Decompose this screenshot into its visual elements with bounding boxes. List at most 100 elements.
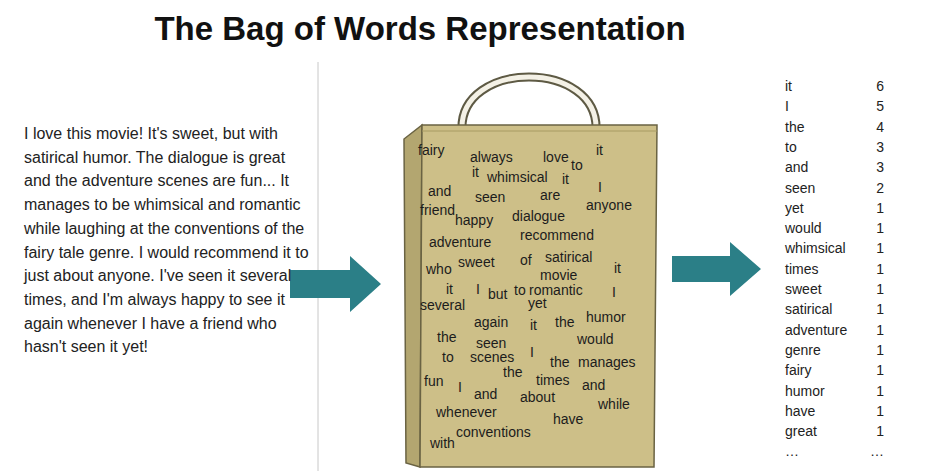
bag-word: fairy xyxy=(418,143,444,158)
table-word: fairy xyxy=(785,362,811,378)
bag-word: but xyxy=(488,287,507,302)
table-word: times xyxy=(785,261,818,277)
bag-word: it xyxy=(472,165,479,180)
table-word: the xyxy=(785,119,804,135)
table-word: have xyxy=(785,403,815,419)
table-count: 1 xyxy=(876,261,884,277)
table-count: 1 xyxy=(876,240,884,256)
bag-word: it xyxy=(596,143,603,158)
bag-part xyxy=(462,77,596,131)
bag-word: love xyxy=(543,150,569,165)
bag-word: I xyxy=(476,282,480,297)
bag-word: fun xyxy=(424,374,443,389)
bag-word: the xyxy=(555,315,574,330)
table-word: yet xyxy=(785,200,804,216)
bag-word: satirical xyxy=(545,250,592,265)
table-word: humor xyxy=(785,383,825,399)
arrow-shape xyxy=(290,256,381,312)
table-word: great xyxy=(785,423,817,439)
bag-part xyxy=(462,77,596,131)
table-count: 1 xyxy=(876,301,884,317)
table-count: 1 xyxy=(876,220,884,236)
bag-word: with xyxy=(430,436,455,451)
bag-word: and xyxy=(582,378,605,393)
table-word: it xyxy=(785,78,792,94)
bag-word: of xyxy=(520,253,532,268)
bag-word: to xyxy=(442,350,454,365)
bag-word: I xyxy=(612,285,616,300)
bag-word: whenever xyxy=(436,405,497,420)
bag-word: scenes xyxy=(470,350,514,365)
table-count: 5 xyxy=(876,98,884,114)
bag-word: about xyxy=(520,390,555,405)
bag-word: times xyxy=(536,373,569,388)
bag-word: anyone xyxy=(586,198,632,213)
table-word: whimsical xyxy=(785,240,846,256)
bag-word: again xyxy=(474,315,508,330)
bag-word: the xyxy=(550,355,569,370)
bag-word: manages xyxy=(578,355,636,370)
bag-word: it xyxy=(530,318,537,333)
bag-word: several xyxy=(420,298,465,313)
bag-word: it xyxy=(614,261,621,276)
bag-word: have xyxy=(553,412,583,427)
bag-word: who xyxy=(426,262,452,277)
arrow-shape xyxy=(672,242,761,296)
table-word: … xyxy=(785,443,799,459)
bag-part xyxy=(404,125,422,467)
table-count: 1 xyxy=(876,362,884,378)
bag-word: always xyxy=(470,150,513,165)
bag-word: humor xyxy=(586,310,626,325)
bag-word: I xyxy=(458,380,462,395)
bag-word: recommend xyxy=(520,228,594,243)
bag-word: to xyxy=(514,283,526,298)
bag-word: sweet xyxy=(458,255,495,270)
bag-word: it xyxy=(562,172,569,187)
bag-word: and xyxy=(428,184,451,199)
bag-word: I xyxy=(598,180,602,195)
divider-line xyxy=(318,62,319,471)
table-word: seen xyxy=(785,180,815,196)
bag-word: yet xyxy=(528,296,547,311)
bag-word: whimsical xyxy=(487,170,548,185)
table-word: sweet xyxy=(785,281,822,297)
table-count: 1 xyxy=(876,383,884,399)
table-count: 1 xyxy=(876,403,884,419)
bag-word: happy xyxy=(455,213,493,228)
bag-word: the xyxy=(503,365,522,380)
bag-shape: fairyalwayslovetoititwhimsicalitIandseen… xyxy=(400,65,662,470)
bag-part xyxy=(420,125,657,467)
table-count: 1 xyxy=(876,322,884,338)
table-count: … xyxy=(870,443,884,459)
bag-word: while xyxy=(598,397,630,412)
table-count: 3 xyxy=(876,139,884,155)
table-word: and xyxy=(785,159,808,175)
table-count: 1 xyxy=(876,342,884,358)
bag-word: dialogue xyxy=(512,209,565,224)
bag-word: adventure xyxy=(429,235,491,250)
bag-part xyxy=(422,131,657,132)
bag-word: the xyxy=(437,330,456,345)
table-word: satirical xyxy=(785,301,832,317)
bag-word: are xyxy=(540,188,560,203)
table-word: I xyxy=(785,98,789,114)
table-word: would xyxy=(785,220,822,236)
bag-word: to xyxy=(571,158,583,173)
table-count: 1 xyxy=(876,200,884,216)
bag-word: and xyxy=(474,387,497,402)
bag-word: movie xyxy=(540,268,577,283)
table-count: 6 xyxy=(876,78,884,94)
bag-word: it xyxy=(446,282,453,297)
bag-word: I xyxy=(530,345,534,360)
table-word: adventure xyxy=(785,322,847,338)
bag-word: seen xyxy=(476,336,506,351)
bag-word: would xyxy=(577,332,614,347)
bag-word: friend xyxy=(420,203,455,218)
bag-word: seen xyxy=(475,190,505,205)
table-count: 4 xyxy=(876,119,884,135)
table-word: genre xyxy=(785,342,821,358)
title: The Bag of Words Representation xyxy=(0,10,840,48)
table-count: 1 xyxy=(876,281,884,297)
table-count: 2 xyxy=(876,180,884,196)
table-word: to xyxy=(785,139,797,155)
